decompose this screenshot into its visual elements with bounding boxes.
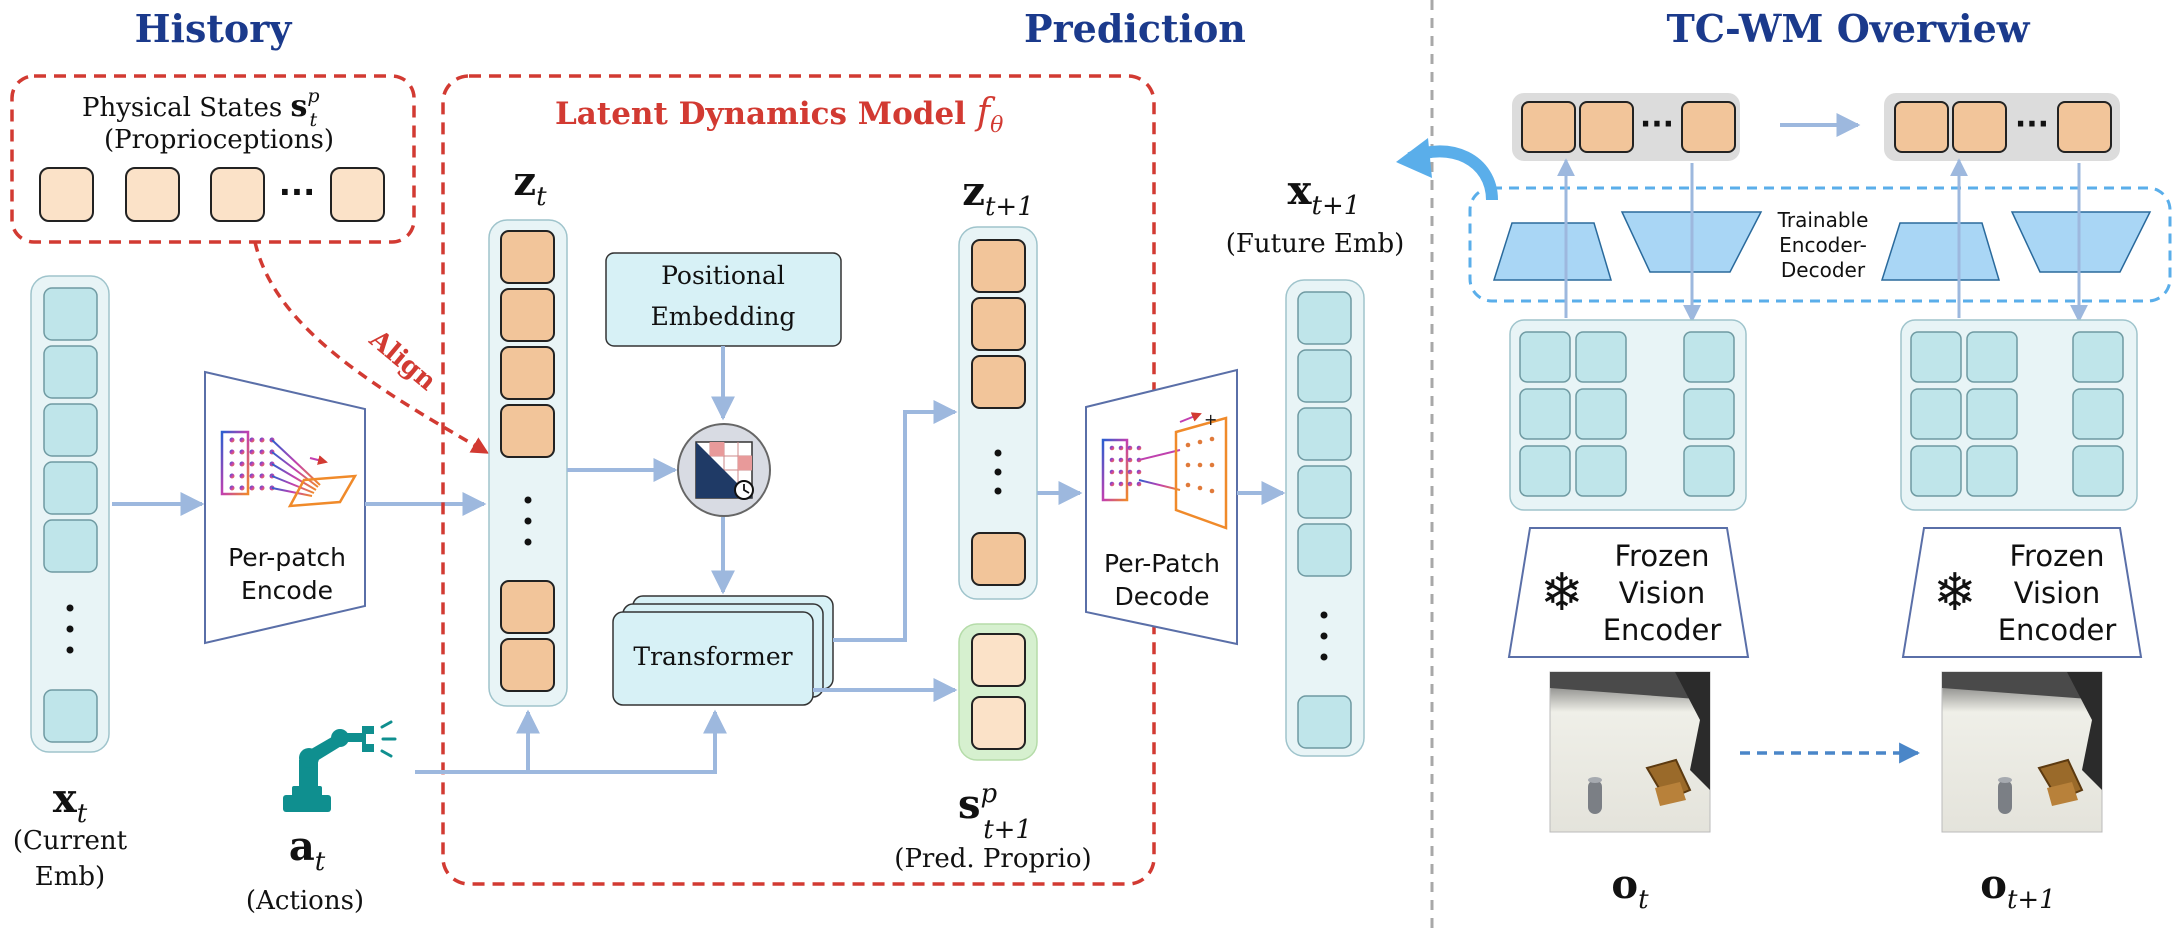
decoder-trap-t1 xyxy=(2010,211,2152,273)
frozen-label-t1-3: Encoder xyxy=(1998,613,2117,647)
positional-label-1: Positional xyxy=(661,261,785,290)
latent-bar-t-tokens xyxy=(1521,101,1736,153)
grid-transform-icon xyxy=(220,430,358,508)
zt1-label: zt+1 xyxy=(962,168,1034,222)
xt-desc-2: Emb) xyxy=(35,862,105,892)
zt-tokens xyxy=(500,230,555,692)
decode-grid-icon: + xyxy=(1101,410,1228,530)
arrow-action-transformer xyxy=(415,709,727,774)
encoder-trap-t1 xyxy=(1880,222,2001,281)
latent-bar-t1-ellipsis: ··· xyxy=(2015,107,2049,142)
trainable-box xyxy=(1468,186,2172,303)
frozen-label-t-1: Frozen xyxy=(1614,539,1709,573)
snowflake-icon: ❄ xyxy=(1540,563,1584,623)
encode-label-1: Per-patch xyxy=(228,543,346,572)
frozen-encoder-t xyxy=(1507,527,1750,658)
header-history: History xyxy=(135,6,293,51)
latent-bar-t1-tokens xyxy=(1894,101,2112,153)
transformer-box xyxy=(612,595,834,706)
transformer-label: Transformer xyxy=(633,642,792,671)
frozen-label-t1-2: Vision xyxy=(2014,576,2101,610)
st1-desc: (Pred. Proprio) xyxy=(894,844,1091,874)
xt-tokens xyxy=(43,287,98,743)
proprio-ellipsis: ··· xyxy=(279,173,315,211)
encode-label-2: Encode xyxy=(241,576,333,605)
observation-image-t1 xyxy=(1941,671,2103,833)
proprio-tokens xyxy=(39,167,385,222)
xt1-tokens xyxy=(1297,291,1352,749)
zt-label: zt xyxy=(513,158,547,212)
ot1-label: ot+1 xyxy=(1980,861,2055,915)
positional-embedding-icon xyxy=(677,423,771,517)
frozen-label-t-2: Vision xyxy=(1619,576,1706,610)
decode-trapezoid xyxy=(1085,368,1238,646)
positional-label-2: Embedding xyxy=(651,302,796,331)
header-prediction: Prediction xyxy=(1024,6,1246,51)
xt-desc-1: (Current xyxy=(13,826,128,856)
xt-label: xt xyxy=(53,775,88,829)
decode-label-1: Per-Patch xyxy=(1104,549,1220,578)
history-subtitle: (Proprioceptions) xyxy=(104,125,334,155)
ldm-box xyxy=(441,74,1156,886)
ot-label: ot xyxy=(1611,861,1649,915)
svg-text:+: + xyxy=(1204,410,1217,429)
trainable-label-2: Encoder- xyxy=(1779,233,1867,257)
trainable-label-3: Decoder xyxy=(1781,258,1866,282)
at-desc: (Actions) xyxy=(246,886,364,916)
patch-grid-t-tokens xyxy=(1519,331,1735,497)
robot-arm-icon xyxy=(283,720,397,812)
encode-trapezoid xyxy=(204,370,366,645)
observation-image-t xyxy=(1549,671,1711,833)
frozen-label-t1-1: Frozen xyxy=(2009,539,2104,573)
frozen-label-t-3: Encoder xyxy=(1603,613,1722,647)
history-box xyxy=(10,74,416,244)
at-label: at xyxy=(289,823,326,877)
patch-grid-t1-tokens xyxy=(1910,331,2124,497)
decode-label-2: Decode xyxy=(1115,582,1210,611)
arrow-transformer-zt1 xyxy=(833,400,958,642)
frozen-encoder-t1 xyxy=(1901,527,2143,658)
st1-tokens xyxy=(971,633,1026,750)
latent-bar-t-ellipsis: ··· xyxy=(1640,107,1674,142)
curved-arrowhead xyxy=(1396,138,1432,178)
snowflake-icon: ❄ xyxy=(1933,563,1977,623)
align-label: Align xyxy=(363,324,442,397)
xt1-label: xt+1 xyxy=(1288,167,1361,221)
ldm-title: Latent Dynamics Model fθ xyxy=(555,92,1003,138)
xt1-desc: (Future Emb) xyxy=(1226,229,1405,259)
trainable-label-1: Trainable xyxy=(1777,208,1869,232)
zt1-tokens xyxy=(971,239,1026,586)
encoder-trap-t xyxy=(1492,222,1613,281)
header-overview: TC-WM Overview xyxy=(1667,6,2031,51)
